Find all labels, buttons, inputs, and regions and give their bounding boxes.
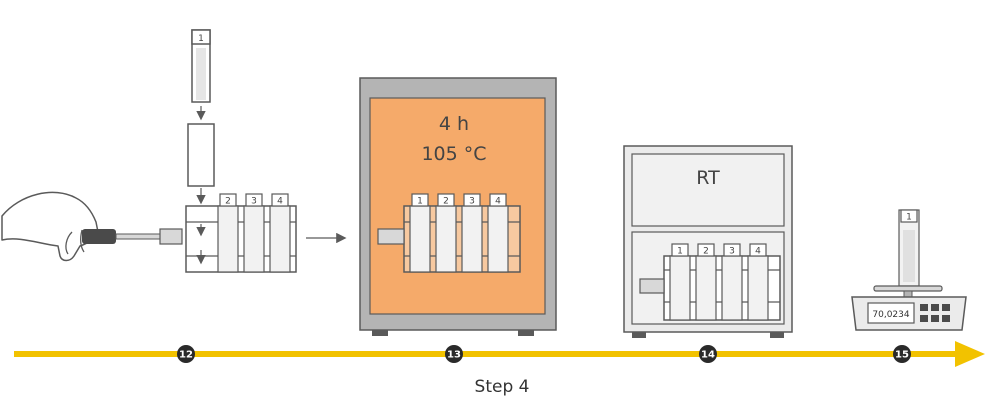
- step-marker-14: 14: [699, 345, 717, 363]
- tube-label: 3: [251, 197, 257, 207]
- tube-label: 1: [417, 197, 423, 207]
- desiccator-tube-4: 4: [747, 243, 769, 321]
- timeline-arrowhead: [955, 341, 985, 367]
- balance-reading: 70,0234: [872, 310, 909, 320]
- drying-oven: 4 h 105 °C 1 2 3 4: [359, 77, 557, 336]
- desiccator-tube-3: 3: [721, 243, 743, 321]
- step-marker-15: 15: [893, 345, 911, 363]
- step-number: 14: [701, 350, 715, 361]
- oven-tube-4: 4: [487, 193, 509, 273]
- oven-foot: [372, 330, 388, 336]
- tube-label: 4: [495, 197, 501, 207]
- desiccator-foot: [632, 332, 646, 338]
- oven-temperature: 105 °C: [421, 143, 486, 165]
- desiccator-tube-2: 2: [695, 243, 717, 321]
- desiccator-label: RT: [696, 167, 720, 189]
- analytical-balance: 1 70,0234: [851, 209, 967, 331]
- desiccator-foot: [770, 332, 784, 338]
- tube-top-1: 1: [191, 29, 211, 103]
- rack-handle: [377, 228, 405, 245]
- balance-stem: [903, 290, 913, 298]
- timeline: [14, 341, 985, 367]
- rack-tube-3: 3: [243, 193, 265, 273]
- tube-label: 4: [755, 247, 761, 257]
- desiccator: RT 1 2 3 4: [623, 145, 793, 338]
- step-marker-circle: [699, 345, 717, 363]
- step-number: 12: [179, 350, 193, 361]
- step-marker-circle: [177, 345, 195, 363]
- desiccator-tube-1: 1: [669, 243, 691, 321]
- desiccator-upper: [631, 153, 785, 227]
- oven-tube-2: 2: [435, 193, 457, 273]
- step-marker-12: 12: [177, 345, 195, 363]
- weighed-tube: 1: [898, 209, 920, 287]
- step-marker-circle: [445, 345, 463, 363]
- step-marker-13: 13: [445, 345, 463, 363]
- tube-label: 1: [677, 247, 683, 257]
- tube-label: 2: [225, 197, 231, 207]
- step-marker-circle: [893, 345, 911, 363]
- tube-label: 1: [906, 213, 912, 223]
- tube-label: 3: [729, 247, 735, 257]
- tool-handle: [82, 228, 183, 245]
- tube-label: 3: [469, 197, 475, 207]
- hand-icon: [1, 191, 99, 262]
- rack-handle: [639, 278, 665, 294]
- step-caption: Step 4: [475, 377, 530, 397]
- tube-label: 1: [198, 34, 204, 44]
- step-number: 13: [447, 350, 461, 361]
- tube-label: 2: [703, 247, 709, 257]
- oven-time: 4 h: [439, 113, 469, 135]
- sleeve: [187, 123, 215, 187]
- tube-label: 4: [277, 197, 283, 207]
- tube-label: 2: [443, 197, 449, 207]
- step-number: 15: [895, 350, 909, 361]
- rack-tube-4: 4: [269, 193, 291, 273]
- oven-foot: [518, 330, 534, 336]
- balance-display: [867, 302, 915, 324]
- oven-tube-3: 3: [461, 193, 483, 273]
- rack-tube-2: 2: [217, 193, 239, 273]
- balance-keypad: [920, 304, 950, 322]
- balance-pan: [873, 285, 943, 292]
- oven-tube-1: 1: [409, 193, 431, 273]
